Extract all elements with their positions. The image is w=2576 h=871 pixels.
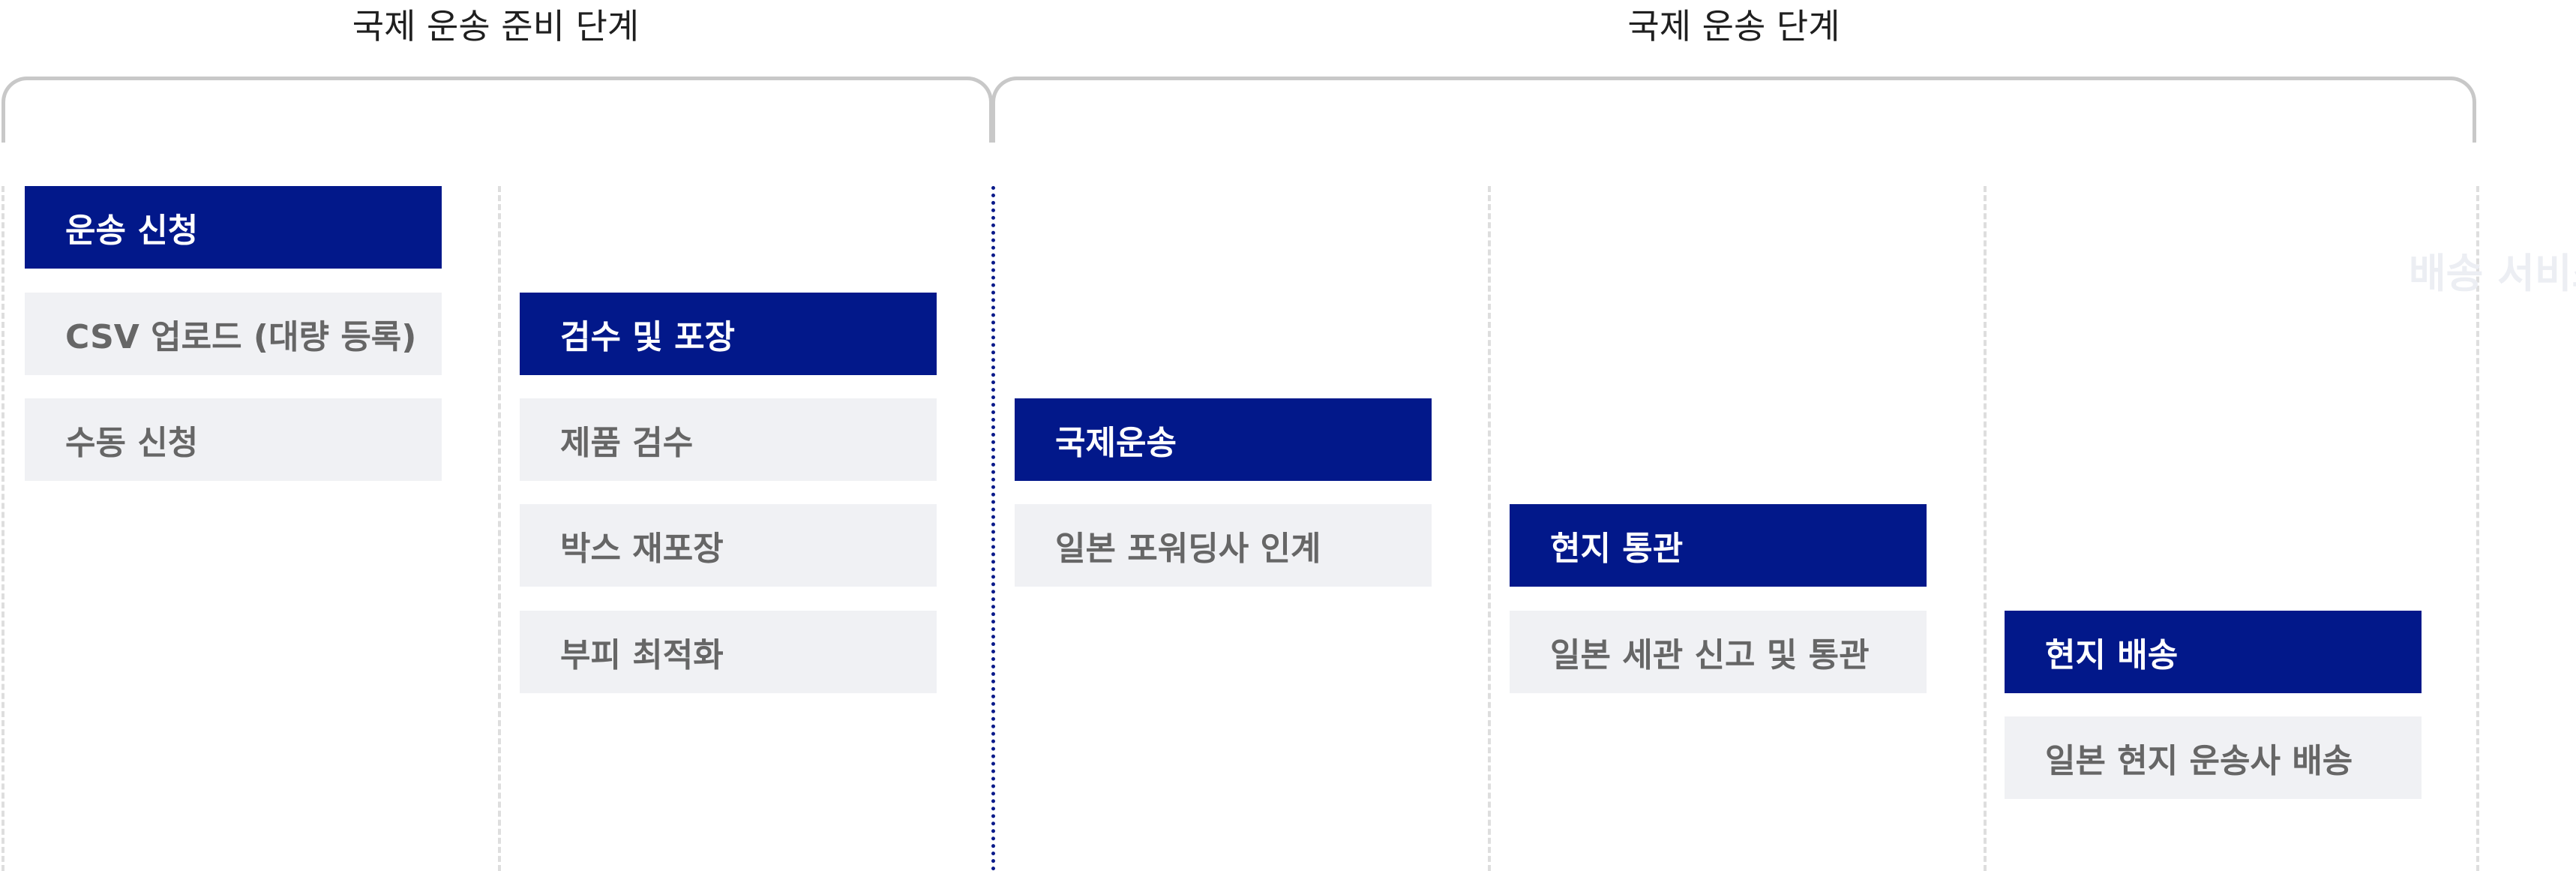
step-item-product-inspection: 제품 검수	[520, 398, 937, 481]
phase-title-prep: 국제 운송 준비 단계	[352, 6, 640, 47]
step-item-manual-request: 수동 신청	[25, 398, 442, 481]
column-separator	[1984, 186, 1987, 871]
phase-bracket-transport	[991, 77, 2476, 143]
phase-bracket-prep	[1, 77, 993, 143]
step-item-local-carrier-delivery: 일본 현지 운송사 배송	[2005, 716, 2422, 799]
step-item-box-repacking: 박스 재포장	[520, 504, 937, 587]
column-separator	[2476, 186, 2479, 871]
column-separator	[1488, 186, 1491, 871]
step-header-shipping-request: 운송 신청	[25, 186, 442, 269]
step-item-volume-optimization: 부피 최적화	[520, 611, 937, 693]
step-header-inspection-packing: 검수 및 포장	[520, 293, 937, 375]
phase-title-transport: 국제 운송 단계	[1627, 6, 1840, 47]
step-item-forwarder-handover: 일본 포워딩사 인계	[1015, 504, 1432, 587]
step-header-local-delivery: 현지 배송	[2005, 611, 2422, 693]
step-header-local-customs: 현지 통관	[1510, 504, 1927, 587]
phase-divider-line	[991, 186, 995, 871]
column-separator	[498, 186, 501, 871]
column-separator	[1, 186, 4, 871]
step-item-customs-declaration: 일본 세관 신고 및 통관	[1510, 611, 1927, 693]
step-item-csv-upload: CSV 업로드 (대량 등록)	[25, 293, 442, 375]
ghost-label: 배송 서비스	[2409, 250, 2576, 297]
step-header-international-shipping: 국제운송	[1015, 398, 1432, 481]
